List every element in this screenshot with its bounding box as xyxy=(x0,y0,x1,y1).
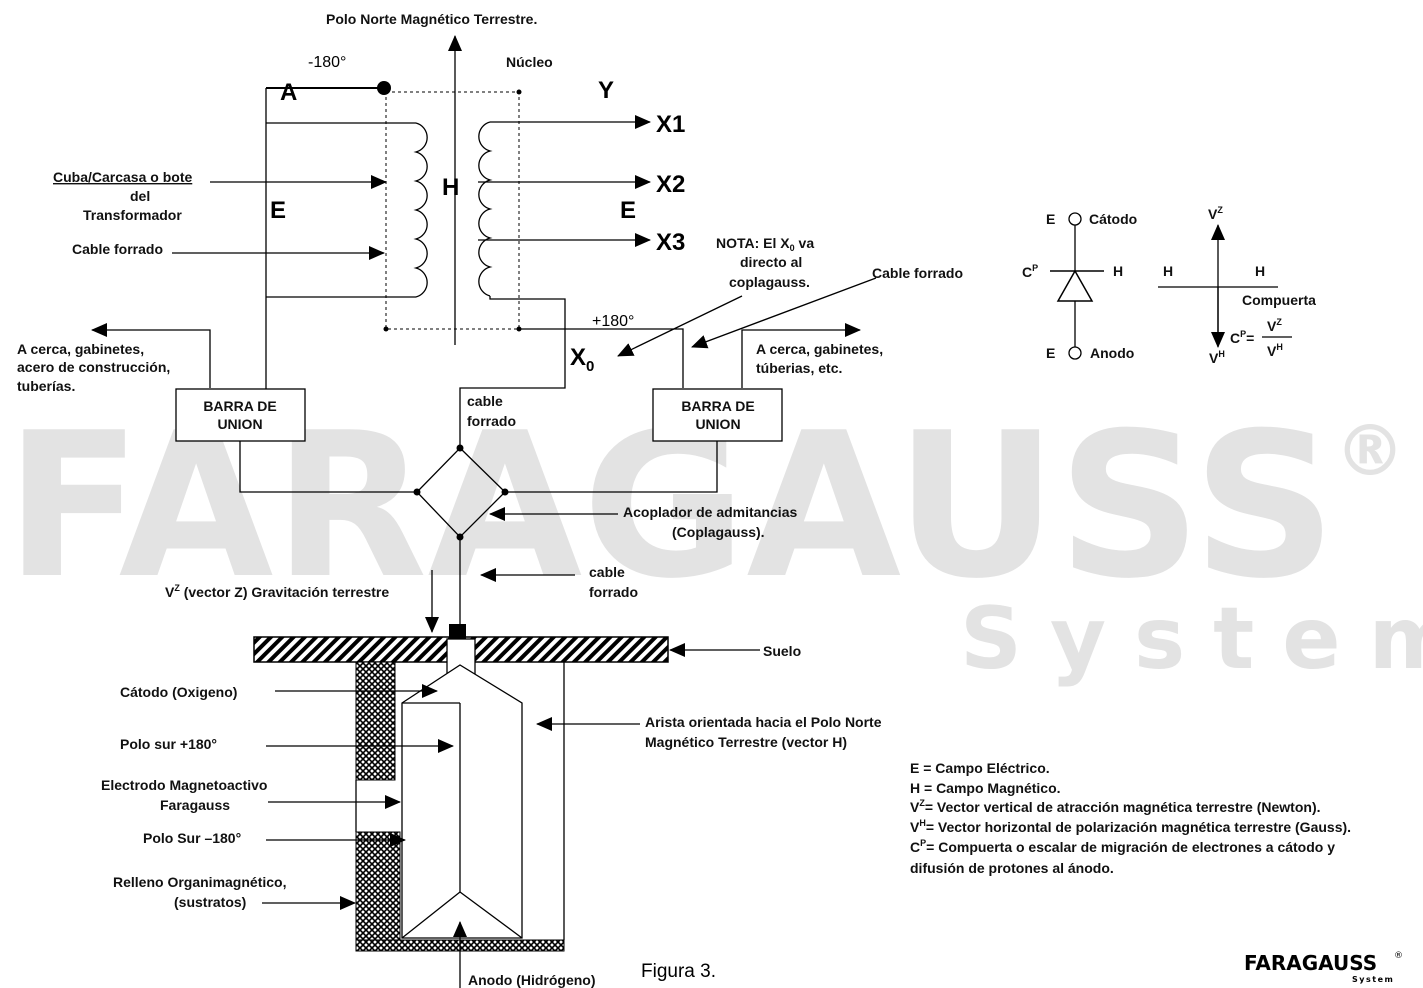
legend-line-h: H = Campo Magnético. xyxy=(910,780,1061,796)
barra-union-left xyxy=(175,388,306,442)
nota-line3: coplagauss. xyxy=(729,274,810,290)
vz-gravitacion-label: VZ (vector Z) Gravitación terrestre xyxy=(165,583,389,600)
catodo-oxigeno-label: Cátodo (Oxigeno) xyxy=(120,684,237,700)
angle-minus-180: -180° xyxy=(308,54,346,71)
cable-forrado-right-label: Cable forrado xyxy=(872,265,963,281)
output-x2: X2 xyxy=(656,171,685,198)
faragauss-logo: FARAGAUSS ® System xyxy=(1244,951,1403,984)
formula-cp: CP= xyxy=(1230,329,1254,346)
nota-arrow xyxy=(617,295,743,357)
cable-forrado-right-arrow xyxy=(691,277,877,349)
legend-line-cp: CP= Compuerta o escalar de migración de … xyxy=(910,838,1335,855)
cuba-label-line1: Cuba/Carcasa o bote xyxy=(53,169,192,185)
formula-denominator: VH xyxy=(1267,342,1283,359)
symbol-h-right: H xyxy=(1255,263,1265,279)
watermark-subtext: System xyxy=(960,589,1423,689)
secondary-coil xyxy=(478,121,493,297)
barra-right-line1: BARRA DE xyxy=(681,398,754,414)
barra-right-line2: UNION xyxy=(695,416,740,432)
polo-sur-plus-label: Polo sur +180° xyxy=(120,736,217,752)
anodo-hidrogeno-label: Anodo (Hidrógeno) xyxy=(468,972,596,988)
electrode-prism xyxy=(401,664,523,939)
symbol-vh: VH xyxy=(1209,349,1225,366)
relleno-line2: (sustratos) xyxy=(174,894,246,910)
compuerta-label: Compuerta xyxy=(1242,292,1316,308)
symbol-h-left: H xyxy=(1163,263,1173,279)
cable-forrado-mid-line1: cable xyxy=(467,393,503,409)
cerca-left-line1: A cerca, gabinetes, xyxy=(17,341,144,357)
output-x1: X1 xyxy=(656,111,685,138)
nota-line1: NOTA: El X0 va xyxy=(716,235,814,253)
nota-line2: directo al xyxy=(740,254,802,270)
letter-h: H xyxy=(442,174,459,201)
barra-union-right xyxy=(652,388,783,442)
acoplador-line1: Acoplador de admitancias xyxy=(623,504,797,520)
symbol-anodo: Anodo xyxy=(1090,345,1134,361)
cerca-right-line1: A cerca, gabinetes, xyxy=(756,341,883,357)
cable-forrado-low-line2: forrado xyxy=(589,584,638,600)
logo-main: FARAGAUSS xyxy=(1244,951,1377,975)
electrodo-line1: Electrodo Magnetoactivo xyxy=(101,777,267,793)
barra-left-line1: BARRA DE xyxy=(203,398,276,414)
legend-line-cp-cont: difusión de protones al ánodo. xyxy=(910,860,1114,876)
symbol-h-diode: H xyxy=(1113,263,1123,279)
letter-a: A xyxy=(280,79,297,106)
core-box xyxy=(385,91,520,330)
legend-line-vz: VZ= Vector vertical de atracción magnéti… xyxy=(910,798,1321,815)
logo-registered: ® xyxy=(1394,951,1403,961)
symbol-e-bottom: E xyxy=(1046,345,1055,361)
letter-y: Y xyxy=(598,77,614,104)
electrode-pit xyxy=(355,624,565,952)
legend-line-e: E = Campo Eléctrico. xyxy=(910,760,1050,776)
cerca-right-arrow xyxy=(741,323,861,388)
letter-e-right: E xyxy=(620,197,636,224)
electrodo-line2: Faragauss xyxy=(160,797,230,813)
symbol-cp: CP xyxy=(1022,263,1038,280)
formula-numerator: VZ xyxy=(1267,317,1282,334)
angle-plus-180: +180° xyxy=(592,313,634,330)
diode-symbol xyxy=(1050,212,1104,360)
legend-line-vh: VH= Vector horizontal de polarización ma… xyxy=(910,818,1351,835)
nucleo-label: Núcleo xyxy=(506,54,553,70)
legend: E = Campo Eléctrico. H = Campo Magnético… xyxy=(910,760,1351,876)
suelo-label: Suelo xyxy=(763,643,801,659)
barra-left-line2: UNION xyxy=(217,416,262,432)
symbol-e-top: E xyxy=(1046,211,1055,227)
cerca-right-line2: túberias, etc. xyxy=(756,360,842,376)
letter-e-left: E xyxy=(270,197,286,224)
logo-sub: System xyxy=(1352,975,1394,984)
figure-caption: Figura 3. xyxy=(641,961,716,982)
arista-line1: Arista orientada hacia el Polo Norte xyxy=(645,714,882,730)
symbol-catodo: Cátodo xyxy=(1089,211,1137,227)
cerca-left-arrow xyxy=(91,323,211,388)
title-north-pole: Polo Norte Magnético Terrestre. xyxy=(326,11,537,27)
x0-label: X0 xyxy=(570,344,594,375)
primary-coil xyxy=(413,122,428,298)
acoplador-line2: (Coplagauss). xyxy=(672,524,765,540)
output-x3: X3 xyxy=(656,229,685,256)
polo-sur-minus-label: Polo Sur –180° xyxy=(143,830,241,846)
cable-forrado-left-label: Cable forrado xyxy=(72,241,163,257)
cable-forrado-mid-line2: forrado xyxy=(467,413,516,429)
cerca-left-line3: tuberías. xyxy=(17,378,75,394)
cerca-left-line2: acero de construcción, xyxy=(17,359,170,375)
cuba-label-line3: Transformador xyxy=(83,207,182,223)
transformer xyxy=(265,81,684,448)
symbol-vz: VZ xyxy=(1208,205,1223,222)
relleno-line1: Relleno Organimagnético, xyxy=(113,874,286,890)
cuba-label-line2: del xyxy=(130,188,150,204)
watermark-registered: ® xyxy=(1335,410,1405,492)
terminal-dot xyxy=(377,81,391,95)
cable-forrado-low-line1: cable xyxy=(589,564,625,580)
arista-line2: Magnético Terrestre (vector H) xyxy=(645,734,847,750)
